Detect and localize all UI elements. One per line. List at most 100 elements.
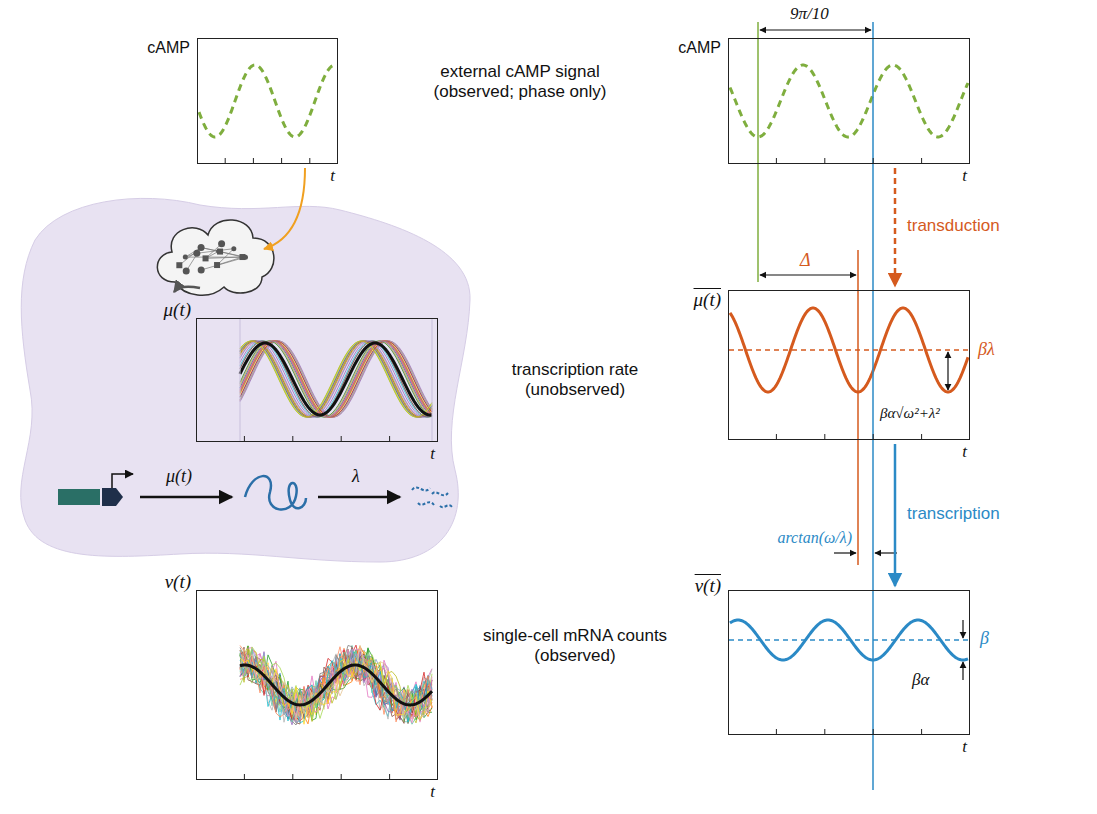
mean-rate-curve: [730, 308, 968, 392]
signal-plot: cAMPt: [728, 38, 970, 164]
rate-symbol: μ(t): [166, 466, 192, 488]
network-link: [179, 248, 201, 266]
axis-tick: [225, 158, 226, 163]
single-cell-rate-trace: [240, 341, 432, 417]
single-cell-count-trace: [240, 649, 432, 724]
axis-label: ν(t): [695, 575, 721, 597]
single-cell-count-trace: [240, 645, 432, 722]
single-cell-rate-trace: [240, 341, 432, 417]
panel-caption: external cAMP signal (observed; phase on…: [410, 62, 630, 103]
time-axis-label: t: [962, 166, 967, 186]
rate-plot: μ(t)t: [196, 318, 438, 442]
axis-tick: [776, 729, 777, 734]
single-cell-rate-trace: [240, 341, 432, 417]
axis-tick: [389, 436, 390, 441]
axis-tick: [292, 436, 293, 441]
promoter-symbol: [102, 488, 123, 506]
single-cell-rate-trace: [240, 341, 432, 417]
network-link: [217, 257, 242, 265]
network-output-arrow: [174, 287, 200, 292]
single-cell-rate-trace: [240, 341, 432, 417]
network-node: [183, 268, 190, 275]
axis-tick: [921, 729, 922, 734]
axis-label: μ(t): [164, 299, 191, 321]
single-cell-rate-trace: [240, 341, 432, 417]
single-cell-rate-trace: [240, 341, 432, 417]
count-plot: ν(t)t: [196, 590, 438, 780]
axis-tick: [341, 774, 342, 779]
network-node: [216, 249, 221, 254]
delay-symbol: Δ: [800, 250, 811, 272]
axis-tick: [873, 158, 874, 163]
single-cell-count-trace: [240, 645, 432, 724]
arrow-label: transduction: [907, 216, 1000, 236]
axis-tick: [292, 774, 293, 779]
transcription-arrow: [140, 496, 232, 499]
axis-tick: [921, 434, 922, 439]
single-cell-rate-trace: [240, 341, 432, 417]
single-cell-rate-trace: [240, 341, 432, 417]
axis-tick: [873, 729, 874, 734]
single-cell-rate-trace: [240, 341, 432, 417]
count-plot: ν(t)t: [728, 590, 970, 735]
network-node: [176, 262, 182, 268]
degradation-arrow: [318, 496, 400, 499]
single-cell-rate-trace: [240, 341, 432, 417]
lag-formula: arctan(ω/λ): [777, 528, 852, 547]
single-cell-rate-trace: [240, 341, 432, 417]
time-axis-label: t: [430, 782, 435, 802]
single-cell-rate-trace: [240, 341, 432, 417]
transcription-arrow: [894, 444, 897, 586]
axis-tick: [244, 436, 245, 441]
single-cell-rate-trace: [240, 341, 432, 417]
decay-symbol: λ: [352, 466, 360, 488]
single-cell-rate-trace: [240, 341, 432, 417]
single-cell-rate-trace: [240, 341, 432, 417]
single-cell-rate-trace: [240, 341, 432, 417]
single-cell-count-trace: [240, 645, 432, 720]
axis-tick: [341, 436, 342, 441]
signal-input-arrow: [264, 168, 305, 249]
single-cell-rate-trace: [240, 341, 432, 417]
single-cell-rate-trace: [240, 341, 432, 417]
network-node: [198, 266, 205, 273]
axis-tick: [776, 434, 777, 439]
network-node: [183, 255, 188, 260]
axis-tick: [873, 434, 874, 439]
mean-level: β: [980, 628, 989, 650]
rate-phase-line: [857, 250, 859, 565]
network-node: [231, 246, 236, 251]
axis-tick: [253, 158, 254, 163]
network-node: [243, 255, 248, 260]
signal-plot: cAMPt: [197, 38, 338, 164]
single-cell-rate-trace: [240, 341, 432, 417]
axis-label: cAMP: [678, 39, 721, 57]
camp-signal-curve: [199, 65, 336, 137]
single-cell-rate-trace: [240, 341, 432, 417]
network-node: [198, 244, 205, 251]
time-axis-label: t: [430, 444, 435, 464]
network-node: [218, 240, 225, 247]
mean-count-line: [729, 639, 969, 641]
transduction-arrow: [894, 168, 897, 286]
degraded-mrna: [412, 487, 452, 507]
single-cell-rate-trace: [240, 341, 432, 417]
gene-body: [58, 489, 100, 505]
single-cell-rate-trace: [240, 341, 432, 417]
signal-phase-line: [757, 22, 759, 282]
cell-body: [21, 198, 470, 562]
network-node: [214, 262, 220, 268]
axis-tick: [776, 158, 777, 163]
single-cell-rate-trace: [240, 341, 432, 417]
axis-tick: [921, 158, 922, 163]
panel-caption: single-cell mRNA counts (observed): [470, 626, 680, 667]
lag-dimension: [834, 552, 856, 553]
window-bound: [432, 319, 433, 441]
time-axis-label: t: [962, 442, 967, 462]
network-symbols: [176, 240, 248, 274]
single-cell-rate-trace: [240, 341, 432, 417]
mean-level: βλ: [978, 339, 995, 361]
axis-tick: [824, 158, 825, 163]
axis-label: μ(t): [694, 289, 721, 311]
